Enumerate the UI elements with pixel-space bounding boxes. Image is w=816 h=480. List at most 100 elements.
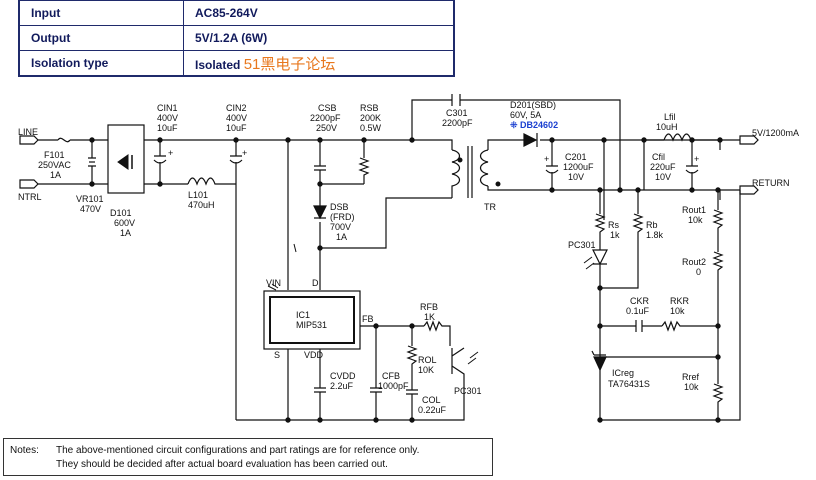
lfil-value: 10uH (656, 122, 678, 132)
c201-cap: 1200uF (563, 162, 594, 172)
rb-value: 1.8k (646, 230, 664, 240)
cin1-voltage: 400V (157, 113, 178, 123)
c201-name: C201 (565, 152, 587, 162)
rref-name: Rref (682, 372, 700, 382)
pc301-led-label: PC301 (568, 240, 596, 250)
rout1-name: Rout1 (682, 205, 706, 215)
watermark-text: 51黑电子论坛 (243, 55, 336, 73)
return-label: RETURN (752, 178, 790, 188)
rol-value: 10K (418, 365, 434, 375)
spec-row-input: Input AC85-264V (18, 0, 455, 26)
d201-alt-part-number: DB24602 (520, 120, 558, 130)
d101-voltage: 600V (114, 218, 135, 228)
pin-s: S (274, 350, 280, 360)
cfb-name: CFB (382, 371, 400, 381)
pin-vdd: VDD (304, 350, 324, 360)
cin1-cap: 10uF (157, 123, 178, 133)
spec-row-isolation: Isolation type Isolated 51黑电子论坛 (18, 50, 455, 77)
l101-name: L101 (188, 190, 208, 200)
d201-alt-part: ⁜ DB24602 (510, 120, 558, 130)
rsb-name: RSB (360, 103, 379, 113)
spec-value: AC85-264V (183, 0, 455, 26)
d201-name: D201(SBD) (510, 100, 556, 110)
cin1-name: CIN1 (157, 103, 178, 113)
rout2-name: Rout2 (682, 257, 706, 267)
spec-value-cell: Isolated 51黑电子论坛 (183, 50, 455, 77)
rfb-name: RFB (420, 302, 438, 312)
rsb-value: 200K (360, 113, 381, 123)
ntrl-label: NTRL (18, 192, 42, 202)
cvdd-cap: 2.2uF (330, 381, 354, 391)
rb-name: Rb (646, 220, 658, 230)
cfil-cap: 220uF (650, 162, 676, 172)
cin2-voltage: 400V (226, 113, 247, 123)
spec-label: Input (18, 0, 184, 26)
f101-voltage: 250VAC (38, 160, 71, 170)
ckr-cap: 0.1uF (626, 306, 650, 316)
pin-fb: FB (362, 314, 374, 324)
cfil-name: Cfil (652, 152, 665, 162)
ckr-name: CKR (630, 296, 650, 306)
spec-label: Isolation type (18, 50, 184, 77)
cfil-polarity: + (694, 154, 699, 164)
notes-heading: Notes: (10, 445, 39, 456)
rref-value: 10k (684, 382, 699, 392)
dsb-name: DSB (330, 202, 349, 212)
d101-name: D101 (110, 208, 132, 218)
c201-voltage: 10V (568, 172, 584, 182)
ic1-name: IC1 (296, 310, 310, 320)
d201-rating: 60V, 5A (510, 110, 541, 120)
dsb-type: (FRD) (330, 212, 355, 222)
rkr-name: RKR (670, 296, 690, 306)
line-label: LINE (18, 127, 38, 137)
rout2-value: 0 (696, 267, 701, 277)
notes-line-1: The above-mentioned circuit configuratio… (56, 445, 420, 456)
rkr-value: 10k (670, 306, 685, 316)
c301-cap: 2200pF (442, 118, 473, 128)
notes-line-2: They should be decided after actual boar… (56, 459, 388, 470)
f101-current: 1A (50, 170, 61, 180)
icreg-part: TA76431S (608, 379, 650, 389)
vr101-voltage: 470V (80, 204, 101, 214)
c301-name: C301 (446, 108, 468, 118)
rs-name: Rs (608, 220, 619, 230)
cfil-voltage: 10V (655, 172, 671, 182)
d101-current: 1A (120, 228, 131, 238)
cvdd-name: CVDD (330, 371, 356, 381)
rs-value: 1k (610, 230, 620, 240)
cin2-name: CIN2 (226, 103, 247, 113)
spec-row-output: Output 5V/1.2A (6W) (18, 25, 455, 51)
icreg-name: ICreg (612, 368, 634, 378)
out-5v-label: 5V/1200mA (752, 128, 799, 138)
rfb-value: 1K (424, 312, 435, 322)
csb-name: CSB (318, 103, 337, 113)
csb-voltage: 250V (316, 123, 337, 133)
vr101-name: VR101 (76, 194, 104, 204)
cfb-cap: 1000pF (378, 381, 409, 391)
rout1-value: 10k (688, 215, 703, 225)
csb-cap: 2200pF (310, 113, 341, 123)
spec-value: 5V/1.2A (6W) (183, 25, 455, 51)
pin-vin: VIN (266, 278, 281, 288)
notes-box: Notes: The above-mentioned circuit confi… (3, 438, 493, 476)
col-cap: 0.22uF (418, 405, 447, 415)
cin2-polarity: + (242, 148, 247, 158)
c201-polarity: + (544, 154, 549, 164)
ic1-part: MIP531 (296, 320, 327, 330)
rol-name: ROL (418, 355, 437, 365)
spec-table: Input AC85-264V Output 5V/1.2A (6W) Isol… (18, 0, 455, 77)
rsb-power: 0.5W (360, 123, 382, 133)
pc301-transistor-label: PC301 (454, 386, 482, 396)
f101-name: F101 (44, 150, 65, 160)
cin2-cap: 10uF (226, 123, 247, 133)
dsb-current: 1A (336, 232, 347, 242)
lfil-name: Lfil (664, 112, 676, 122)
spec-label: Output (18, 25, 184, 51)
dsb-voltage: 700V (330, 222, 351, 232)
col-name: COL (422, 395, 441, 405)
pin-d: D (312, 278, 319, 288)
cin1-polarity: + (168, 148, 173, 158)
spec-value: Isolated (195, 57, 241, 72)
tr-label: TR (484, 202, 496, 212)
